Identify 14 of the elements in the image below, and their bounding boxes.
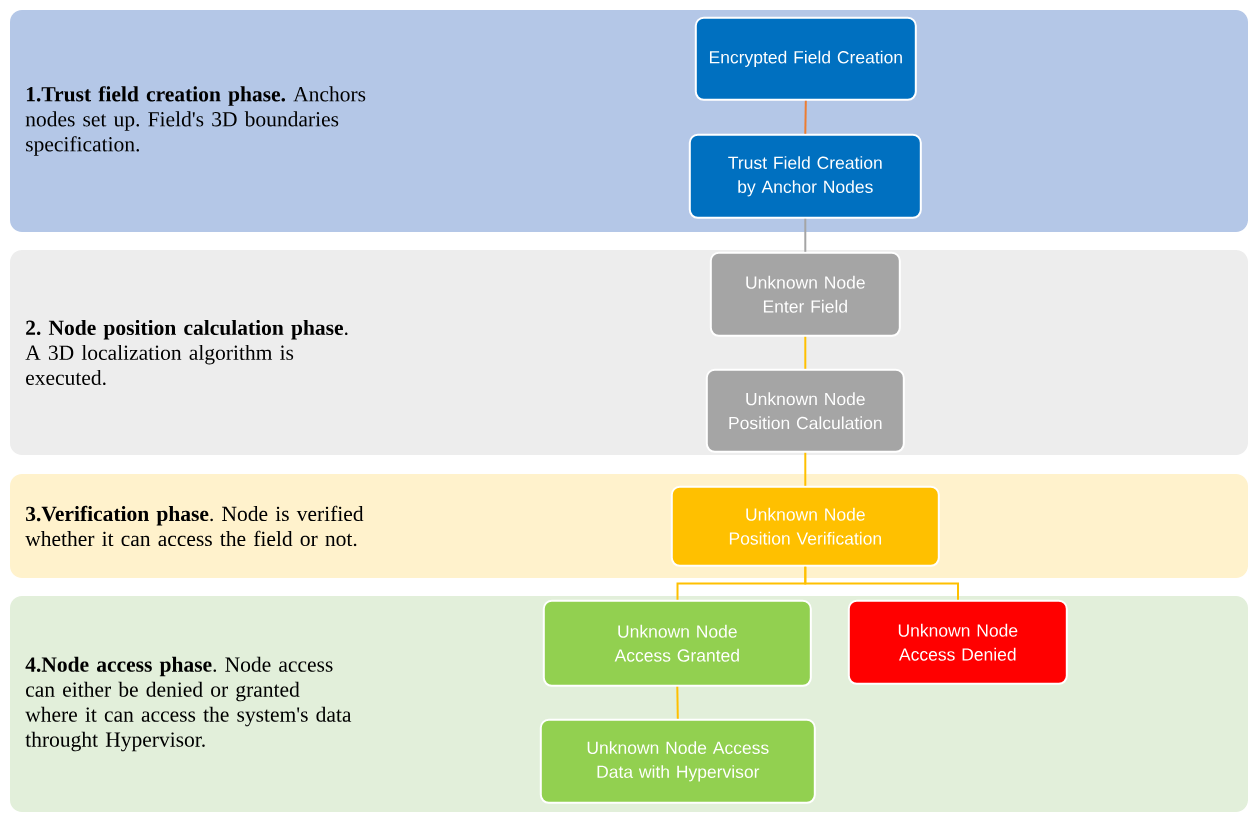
connector-line xyxy=(676,685,679,720)
connector-line xyxy=(804,335,807,370)
connector-line xyxy=(804,451,807,487)
process-box: Encrypted Field Creation xyxy=(694,16,917,101)
process-box: Unknown Node Access Granted xyxy=(542,599,812,687)
process-box: Unknown Node Position Calculation xyxy=(705,368,905,453)
connector-line xyxy=(804,99,807,135)
connector-line xyxy=(804,565,959,601)
connector-line xyxy=(804,217,807,253)
process-box: Unknown Node Access Data with Hypervisor xyxy=(539,718,816,804)
process-box: Trust Field Creation by Anchor Nodes xyxy=(688,133,922,219)
process-box: Unknown Node Position Verification xyxy=(670,485,940,567)
process-box: Unknown Node Enter Field xyxy=(709,251,901,337)
process-box: Unknown Node Access Denied xyxy=(847,599,1068,685)
